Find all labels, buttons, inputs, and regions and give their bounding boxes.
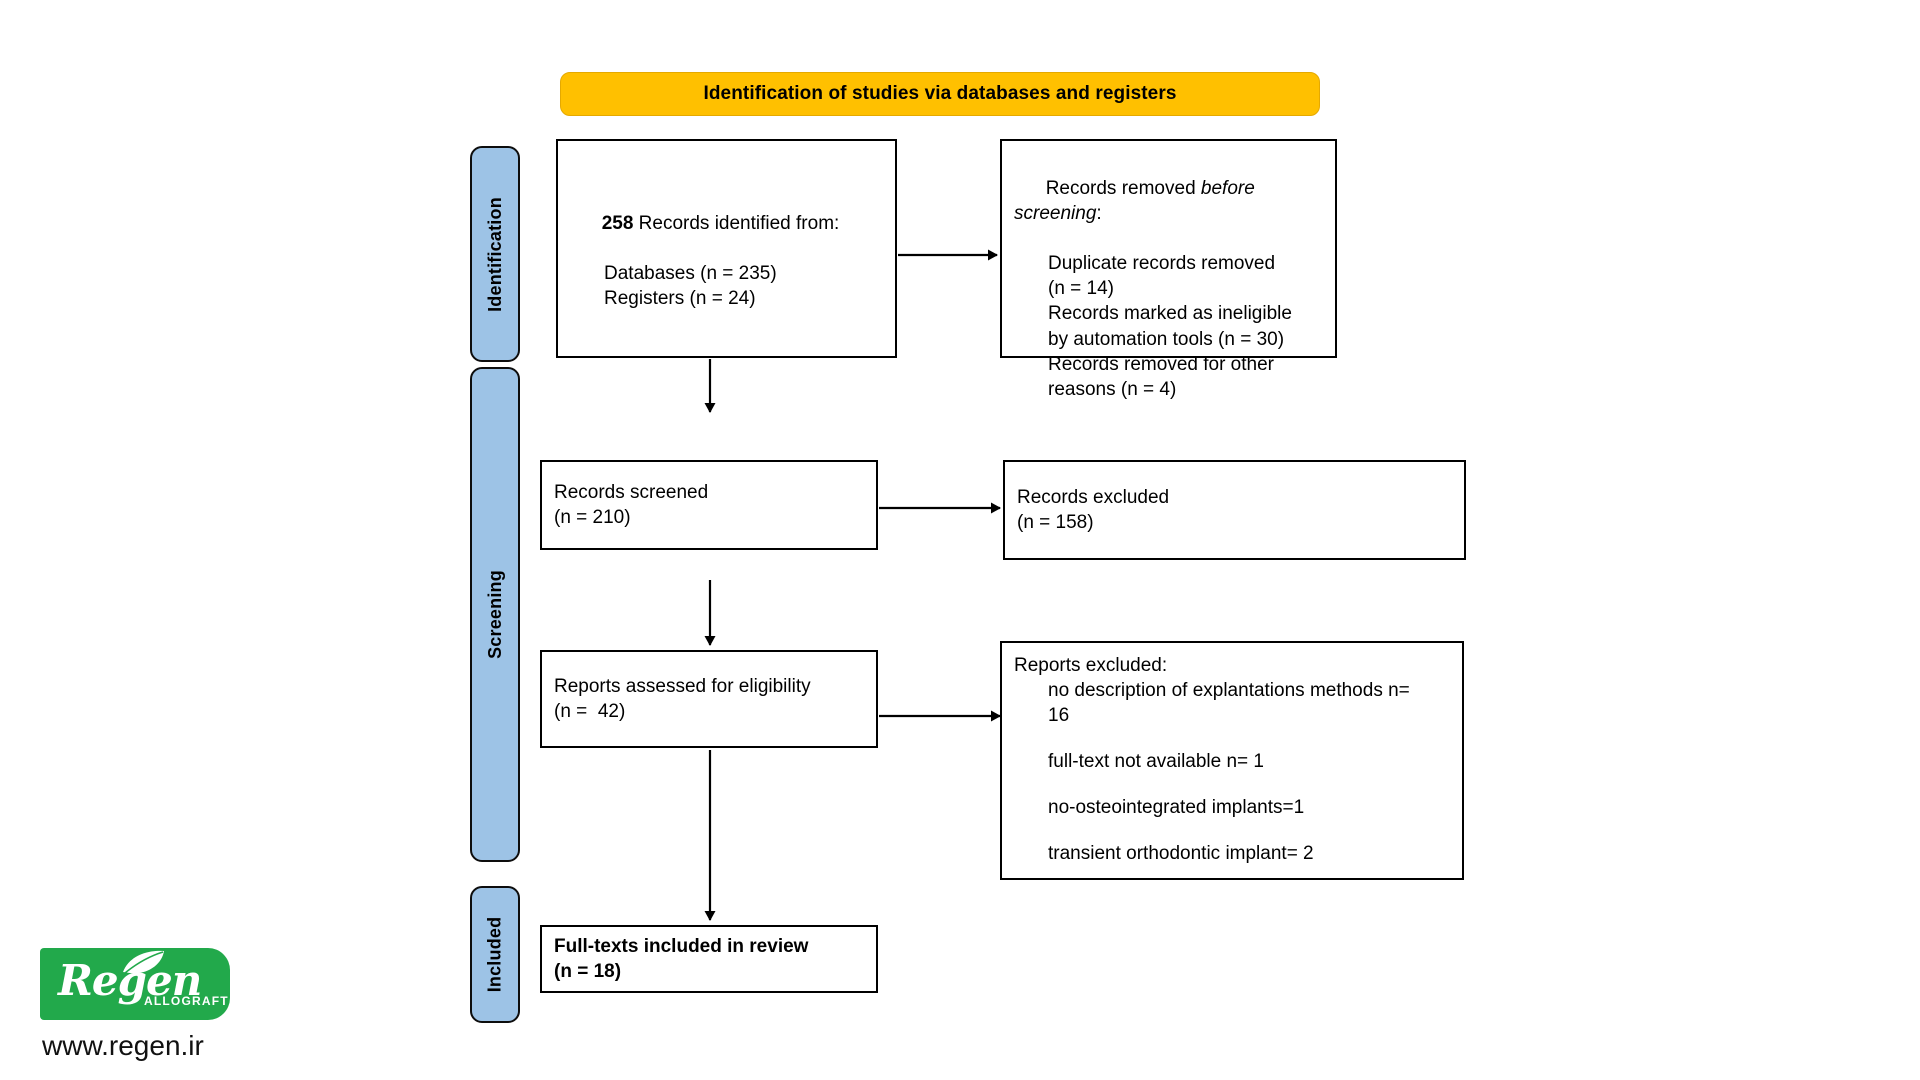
records-excluded-label: Records excluded (1017, 486, 1170, 508)
reports-excluded-title: Reports excluded: (1014, 655, 1168, 676)
box-records-identified: 258 Records identified from: Databases (… (556, 139, 897, 358)
reports-excluded-reason: no-osteointegrated implants=1 (1048, 797, 1305, 819)
records-identified-label: Records identified from: (633, 212, 840, 234)
stage-bar-screening-label: Screening (484, 570, 505, 659)
logo-brand-word: Regen (58, 956, 202, 1005)
stage-bar-identification-label: Identification (484, 196, 505, 312)
box-reports-assessed-for-eligibility: Reports assessed for eligibility (n = 42… (540, 650, 878, 748)
records-excluded-count: (n = 158) (1017, 512, 1094, 533)
reports-assessed-count: (n = 42) (554, 701, 626, 722)
reports-excluded-reason: transient orthodontic implant= 2 (1048, 843, 1314, 865)
records-removed-item: (n = 14) (1048, 278, 1115, 300)
records-screened-count: (n = 210) (554, 507, 631, 528)
records-removed-title-italic: before screening (1014, 178, 1261, 225)
records-removed-item: Records removed for other (1048, 353, 1274, 375)
records-removed-item: Records marked as ineligible (1048, 303, 1292, 325)
box-reports-excluded: Reports excluded: no description of expl… (1000, 641, 1464, 880)
records-removed-title: Records removed before screening: (1014, 151, 1323, 251)
logo-tagline: ALLOGRAFT (144, 994, 229, 1008)
records-removed-title-part-a: Records removed (1045, 178, 1201, 200)
full-texts-included-count: (n = 18) (554, 961, 622, 982)
stage-bar-screening: Screening (470, 367, 520, 862)
reports-assessed-label: Reports assessed for eligibility (554, 675, 811, 697)
records-identified-registers: Registers (n = 24) (604, 288, 756, 310)
stage-bar-included: Included (470, 886, 520, 1023)
stage-bar-included-label: Included (484, 916, 505, 993)
records-screened-label: Records screened (554, 481, 709, 503)
box-records-screened: Records screened (n = 210) (540, 460, 878, 550)
records-identified-count: 258 (601, 212, 634, 234)
box-records-excluded: Records excluded (n = 158) (1003, 460, 1466, 560)
leaf-icon (123, 950, 164, 974)
full-texts-included-label: Full-texts included in review (554, 935, 809, 957)
logo-url: www.regen.ir (42, 1030, 204, 1061)
stage-bar-identification: Identification (470, 146, 520, 362)
reports-excluded-reason-count: 16 (1048, 705, 1070, 727)
records-removed-item: Duplicate records removed (1048, 253, 1276, 275)
regen-allograft-watermark: Regen ALLOGRAFT www.regen.ir (40, 948, 240, 1068)
box-full-texts-included: Full-texts included in review (n = 18) (540, 925, 878, 993)
records-removed-item: reasons (n = 4) (1048, 378, 1177, 400)
records-removed-item: by automation tools (n = 30) (1048, 328, 1285, 350)
box-records-removed-before-screening: Records removed before screening: Duplic… (1000, 139, 1337, 400)
reports-excluded-reason: no description of explantations methods … (1048, 680, 1410, 702)
records-identified-line-1: 258 Records identified from: (570, 186, 883, 261)
reports-excluded-reason: full-text not available n= 1 (1048, 751, 1264, 773)
records-removed-title-part-b: : (1096, 203, 1102, 225)
records-identified-databases: Databases (n = 235) (604, 263, 777, 285)
stage-banner-identification: Identification of studies via databases … (560, 72, 1320, 116)
